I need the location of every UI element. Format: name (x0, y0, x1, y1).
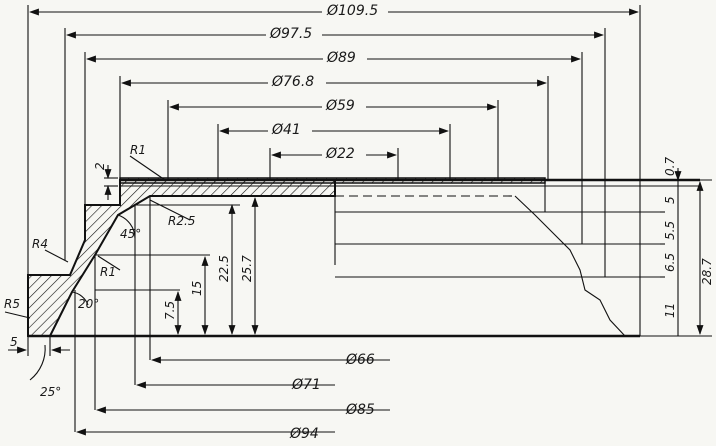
dim-d97-5: Ø97.5 (269, 26, 312, 42)
radius-r4: R4 (32, 237, 48, 251)
dim-h22-5: 22.5 (217, 255, 231, 282)
dim-h7-5: 7.5 (163, 301, 177, 320)
dim-d89: Ø89 (326, 50, 356, 66)
dim-h15: 15 (190, 281, 204, 296)
radii-angles: R1 R2.5 45° R1 R4 R5 20° 25° (4, 143, 195, 399)
dim-h2: 2 (93, 162, 107, 170)
dim-h25-7: 25.7 (240, 255, 254, 282)
dim-d94: Ø94 (289, 426, 319, 442)
outline (28, 178, 700, 432)
dim-d109-5: Ø109.5 (326, 3, 378, 19)
dim-d71: Ø71 (291, 377, 321, 393)
dim-d66: Ø66 (345, 352, 375, 368)
dim-d59: Ø59 (325, 98, 355, 114)
dim-h11: 11 (663, 303, 677, 318)
angle-25: 25° (40, 385, 61, 399)
dim-w5: 5 (10, 335, 18, 349)
dim-h28-7: 28.7 (700, 258, 714, 285)
radius-r1-top: R1 (130, 143, 146, 157)
hatched-section (27, 179, 336, 337)
right-dimensions: 0.7 5 5.5 6.5 11 28.7 (640, 157, 714, 337)
radius-r1-inner: R1 (100, 265, 116, 279)
angle-45: 45° (120, 227, 141, 241)
dim-d85: Ø85 (345, 402, 375, 418)
dim-d76-8: Ø76.8 (271, 74, 314, 90)
dim-h0-7: 0.7 (663, 157, 677, 176)
part-section (27, 177, 546, 337)
radius-r2-5: R2.5 (168, 214, 195, 228)
dim-d22: Ø22 (325, 146, 355, 162)
dim-h6-5: 6.5 (663, 253, 677, 272)
angle-20: 20° (78, 297, 99, 311)
radius-r5: R5 (4, 297, 20, 311)
top-dimensions: Ø109.5 Ø97.5 Ø89 Ø76.8 Ø59 Ø41 (27, 2, 641, 336)
dim-d41: Ø41 (271, 122, 301, 138)
dim-h5-5: 5.5 (663, 221, 677, 240)
bottom-dimensions: Ø66 Ø71 Ø85 Ø94 (76, 352, 390, 442)
dim-h5: 5 (663, 196, 677, 204)
left-dimensions: 2 25.7 22.5 15 7.5 5 (8, 162, 259, 356)
